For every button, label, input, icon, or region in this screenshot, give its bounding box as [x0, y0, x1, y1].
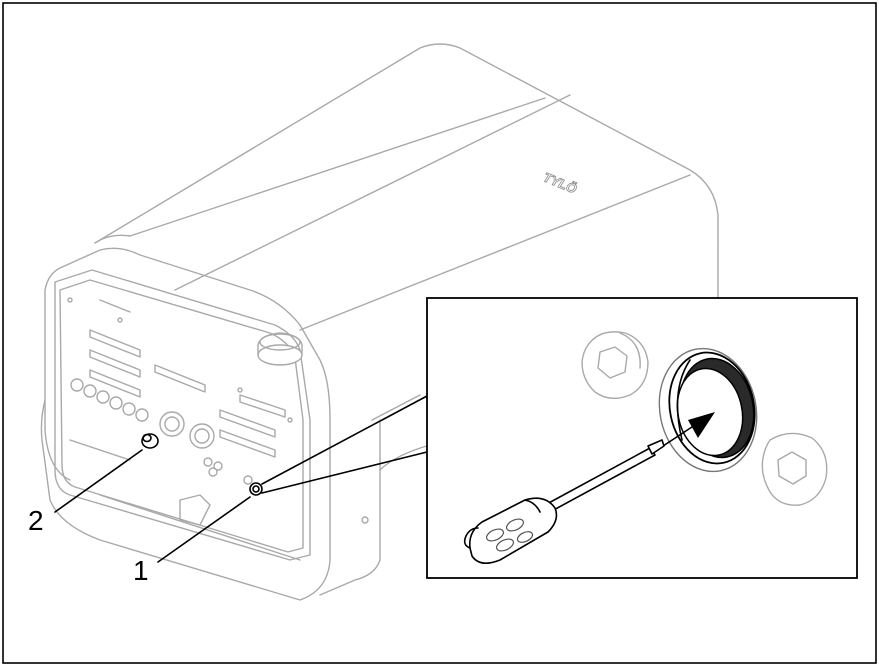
steam-generator-illustration: TYLÖ [40, 43, 719, 601]
cover-plug-icon [581, 331, 649, 400]
screwdriver-icon [463, 439, 665, 564]
plug-1-marker [249, 482, 263, 496]
arrow-icon [659, 412, 715, 449]
callout-2: 2 [28, 505, 44, 536]
leader-line-2 [54, 449, 143, 513]
callout-1: 1 [133, 555, 149, 586]
zoom-line-top [261, 395, 428, 485]
leader-line-1 [157, 496, 251, 563]
plug-2-marker [141, 433, 159, 449]
cover-plug-icon [761, 432, 828, 506]
detail-inset [426, 297, 858, 579]
zoom-line-bottom [261, 451, 428, 494]
brand-logo: TYLÖ [541, 170, 579, 197]
